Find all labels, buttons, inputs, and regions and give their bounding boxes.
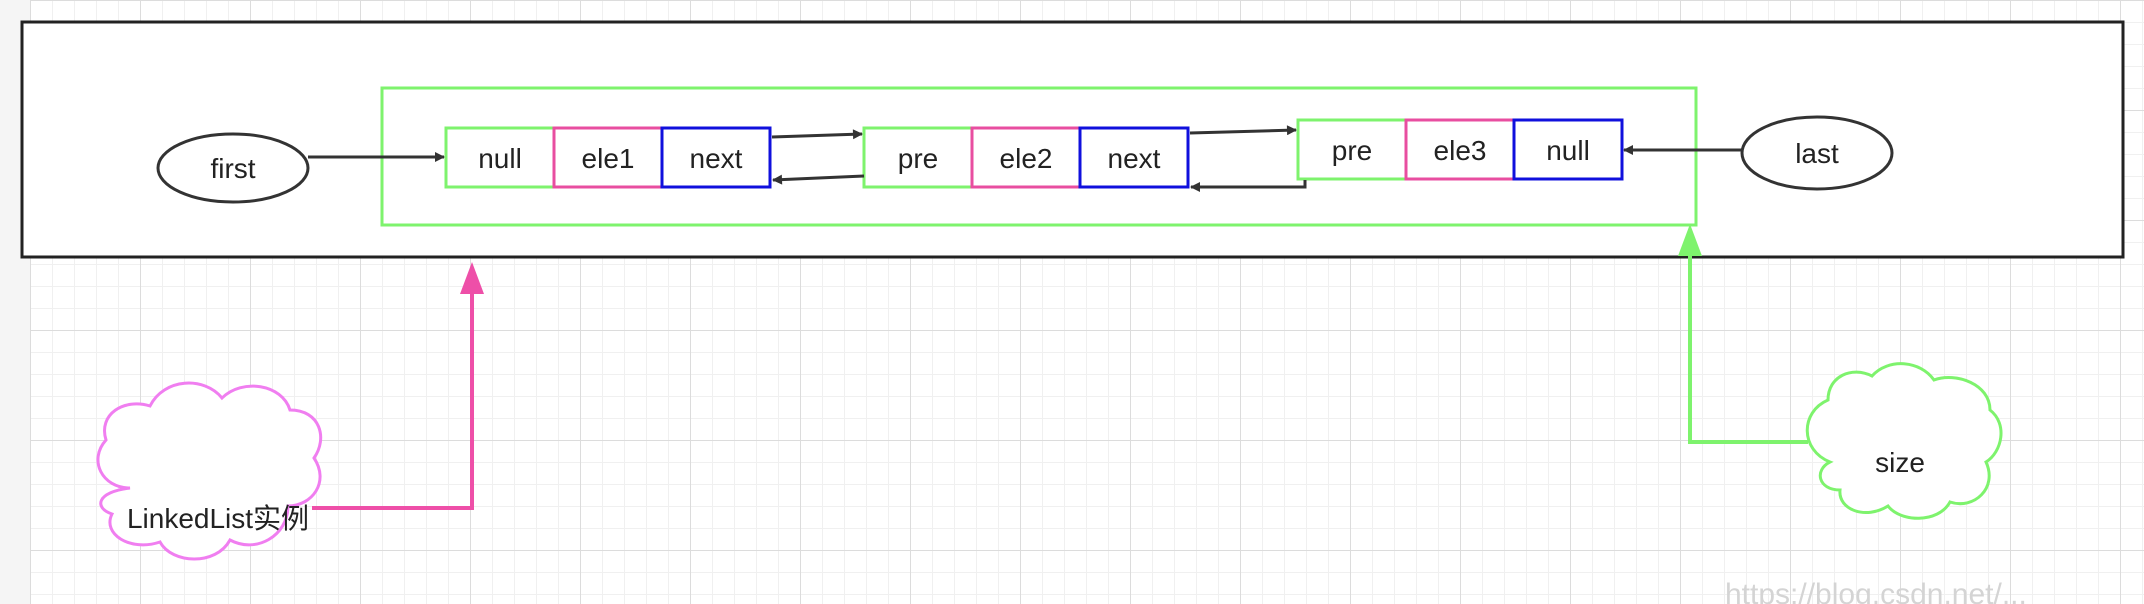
node1-next-arrow xyxy=(771,129,863,140)
node-2-pre-label: pre xyxy=(898,143,938,174)
node-3-data-label: ele3 xyxy=(1434,135,1487,166)
last-pointer-ellipse xyxy=(1740,115,1894,191)
last-pointer-label: last xyxy=(1795,138,1839,169)
first-pointer-label: first xyxy=(210,153,255,184)
node-3-pre-label: pre xyxy=(1332,135,1372,166)
size-callout-label: size xyxy=(1875,447,1925,478)
instance-callout-arrowhead xyxy=(460,262,484,294)
node3-prev-arrow xyxy=(1190,180,1307,192)
node-3-data-cell xyxy=(1404,118,1516,181)
instance-cloud xyxy=(96,381,323,561)
node-3-pre-cell xyxy=(1296,118,1408,181)
instance-callout-label: LinkedList实例 xyxy=(127,503,309,534)
first-pointer-ellipse xyxy=(156,132,310,204)
node-1-next-label: next xyxy=(690,143,743,174)
size-callout-arrowhead xyxy=(1678,224,1702,256)
node-2-next-label: next xyxy=(1108,143,1161,174)
node-2-pre-cell xyxy=(862,126,974,189)
node2-prev-arrow xyxy=(772,174,865,185)
node-1-pre-label: null xyxy=(478,143,522,174)
list-node-1: null ele1 next xyxy=(444,126,772,189)
node2-next-arrow xyxy=(1189,125,1297,136)
list-node-2: pre ele2 next xyxy=(862,126,1190,189)
size-callout-arrow xyxy=(1688,256,1808,444)
node-1-data-label: ele1 xyxy=(582,143,635,174)
size-cloud xyxy=(1805,362,2003,520)
instance-callout-arrow xyxy=(312,292,474,510)
list-node-3: pre ele3 null xyxy=(1296,118,1624,181)
node-2-data-cell xyxy=(970,126,1082,189)
node-3-next-cell xyxy=(1512,118,1624,181)
node-2-data-label: ele2 xyxy=(1000,143,1053,174)
node-3-next-label: null xyxy=(1546,135,1590,166)
watermark-text: https://blog.csdn.net/... xyxy=(1725,578,2027,604)
node-1-next-cell xyxy=(660,126,772,189)
node-1-pre-cell xyxy=(444,126,556,189)
node-2-next-cell xyxy=(1078,126,1190,189)
